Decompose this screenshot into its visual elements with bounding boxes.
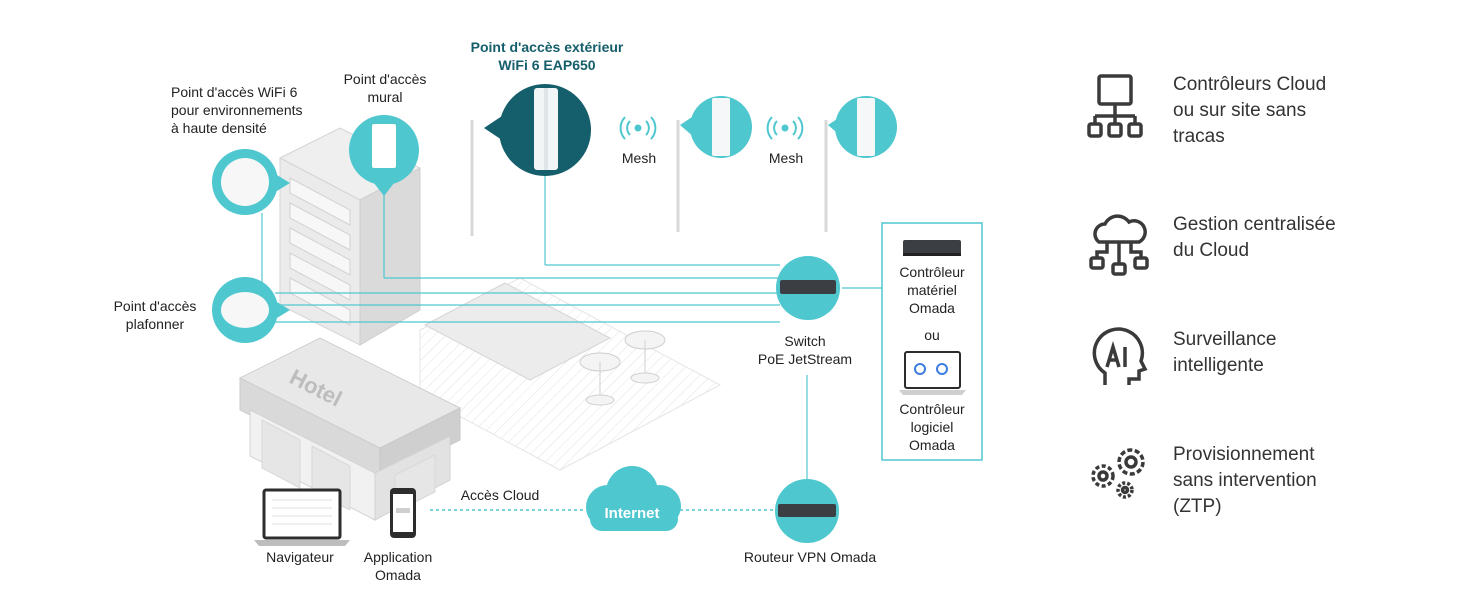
wifi-mesh-icon (766, 116, 804, 140)
outdoor-ap-bubble (484, 84, 591, 176)
feature-cloud-controllers: Contrôleurs Cloud ou sur site sans traca… (1085, 72, 1445, 147)
controller-box (881, 222, 983, 461)
switch-label: Switch PoE JetStream (757, 333, 853, 367)
phone-icon (390, 488, 416, 538)
umbrella-icon (579, 330, 666, 406)
app-label: Application Omada (363, 549, 433, 583)
sw-controller-label: Contrôleur logiciel Omada (899, 401, 965, 453)
hd-ap-label: Point d'accès WiFi 6 pour environnements… (171, 84, 303, 136)
switch-bubble (776, 256, 840, 320)
ceiling-ap-label: Point d'accès plafonner (113, 298, 197, 332)
connection-lines (261, 175, 882, 480)
outdoor-ap-label: Point d'accès extérieur WiFi 6 EAP650 (470, 39, 624, 73)
cloud-access-label: Accès Cloud (460, 487, 540, 503)
hardware-controller-icon (903, 240, 961, 256)
or-label: ou (924, 327, 940, 343)
ceiling-ap-bubble (212, 277, 290, 343)
network-hierarchy-icon (1087, 74, 1143, 138)
hd-ap-bubble (212, 149, 290, 215)
internet-label: Internet (604, 505, 660, 522)
feature-zero-touch: Provisionnement sans intervention (ZTP) (1085, 442, 1445, 517)
mesh-ap-bubble (828, 96, 897, 158)
mesh-label: Mesh (768, 150, 804, 166)
router-label: Routeur VPN Omada (743, 549, 877, 565)
browser-label: Navigateur (266, 549, 334, 565)
feature-text: Contrôleurs Cloud ou sur site sans traca… (1173, 74, 1327, 147)
feature-text: Gestion centralisée du Cloud (1173, 214, 1336, 261)
feature-text: Surveillance intelligente (1173, 329, 1277, 376)
feature-text: Provisionnement sans intervention (ZTP) (1173, 444, 1317, 517)
browser-laptop-icon (254, 488, 350, 546)
wifi-mesh-icon (619, 116, 657, 140)
wall-ap-label: Point d'accès mural (343, 71, 427, 105)
hotel-building (238, 127, 462, 521)
mesh-ap-bubble (680, 96, 752, 158)
feature-smart-monitoring: Surveillance intelligente (1085, 327, 1445, 397)
ai-head-icon (1092, 327, 1148, 385)
feature-central-cloud: Gestion centralisée du Cloud (1085, 212, 1445, 282)
mesh-poles (470, 120, 828, 236)
mesh-label: Mesh (621, 150, 657, 166)
laptop-icon (899, 351, 966, 395)
hw-controller-label: Contrôleur matériel Omada (899, 264, 965, 316)
router-bubble (775, 479, 839, 543)
wall-ap-bubble (349, 115, 419, 196)
internet-cloud (586, 466, 681, 531)
gears-icon (1091, 448, 1145, 499)
cloud-network-icon (1089, 214, 1149, 276)
pool (423, 282, 612, 381)
